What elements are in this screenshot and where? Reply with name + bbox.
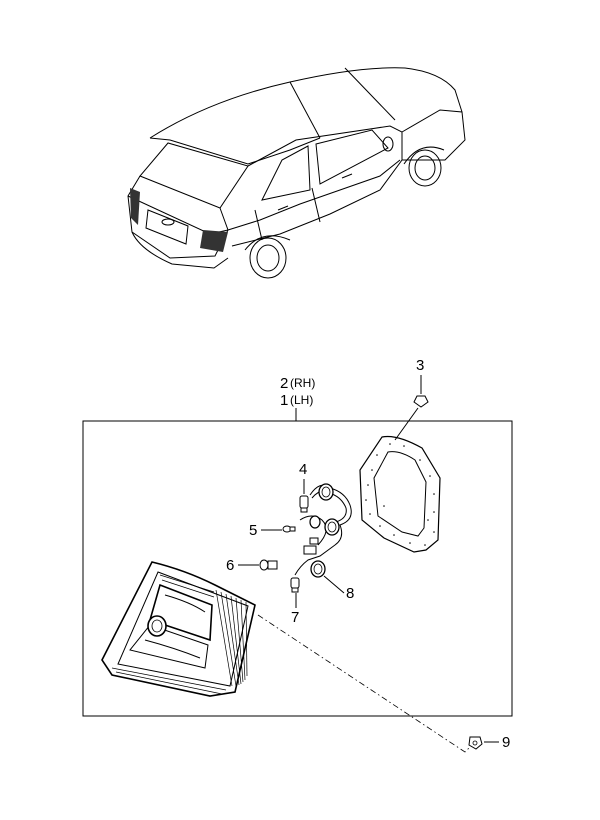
svg-text:7: 7 [291, 609, 299, 626]
bulb-part-7 [290, 577, 300, 593]
wiring-harness [294, 483, 352, 578]
part-2-side: (RH) [290, 376, 315, 390]
svg-text:9: 9 [502, 734, 510, 751]
lamp-gasket [359, 435, 441, 553]
callout-8: 8 [323, 575, 354, 602]
svg-text:3: 3 [416, 357, 424, 374]
svg-text:4: 4 [299, 461, 307, 478]
callout-5: 5 [249, 522, 282, 539]
callout-3: 3 [394, 357, 429, 441]
callout-9: 9 [257, 614, 510, 753]
bulb-part-5 [282, 525, 296, 533]
tail-lamp-housing [101, 561, 256, 697]
svg-text:5: 5 [249, 522, 257, 539]
callout-7: 7 [291, 593, 299, 626]
part-1-number: 1 [280, 392, 288, 409]
socket-upper [318, 483, 334, 501]
car-illustration [127, 67, 466, 279]
svg-text:6: 6 [226, 557, 234, 574]
callout-6: 6 [226, 557, 259, 574]
part-2-number: 2 [280, 375, 288, 392]
bulb-part-4 [299, 495, 309, 513]
assembly-frame [82, 420, 513, 717]
assembly-callout: 2 (RH) 1 (LH) [280, 375, 315, 421]
svg-text:8: 8 [346, 585, 354, 602]
socket-middle [324, 518, 340, 536]
socket-part-8 [310, 560, 326, 578]
part-1-side: (LH) [290, 393, 313, 407]
bulb-part-6 [259, 559, 278, 571]
callout-4: 4 [299, 461, 307, 494]
socket-left [309, 515, 321, 529]
